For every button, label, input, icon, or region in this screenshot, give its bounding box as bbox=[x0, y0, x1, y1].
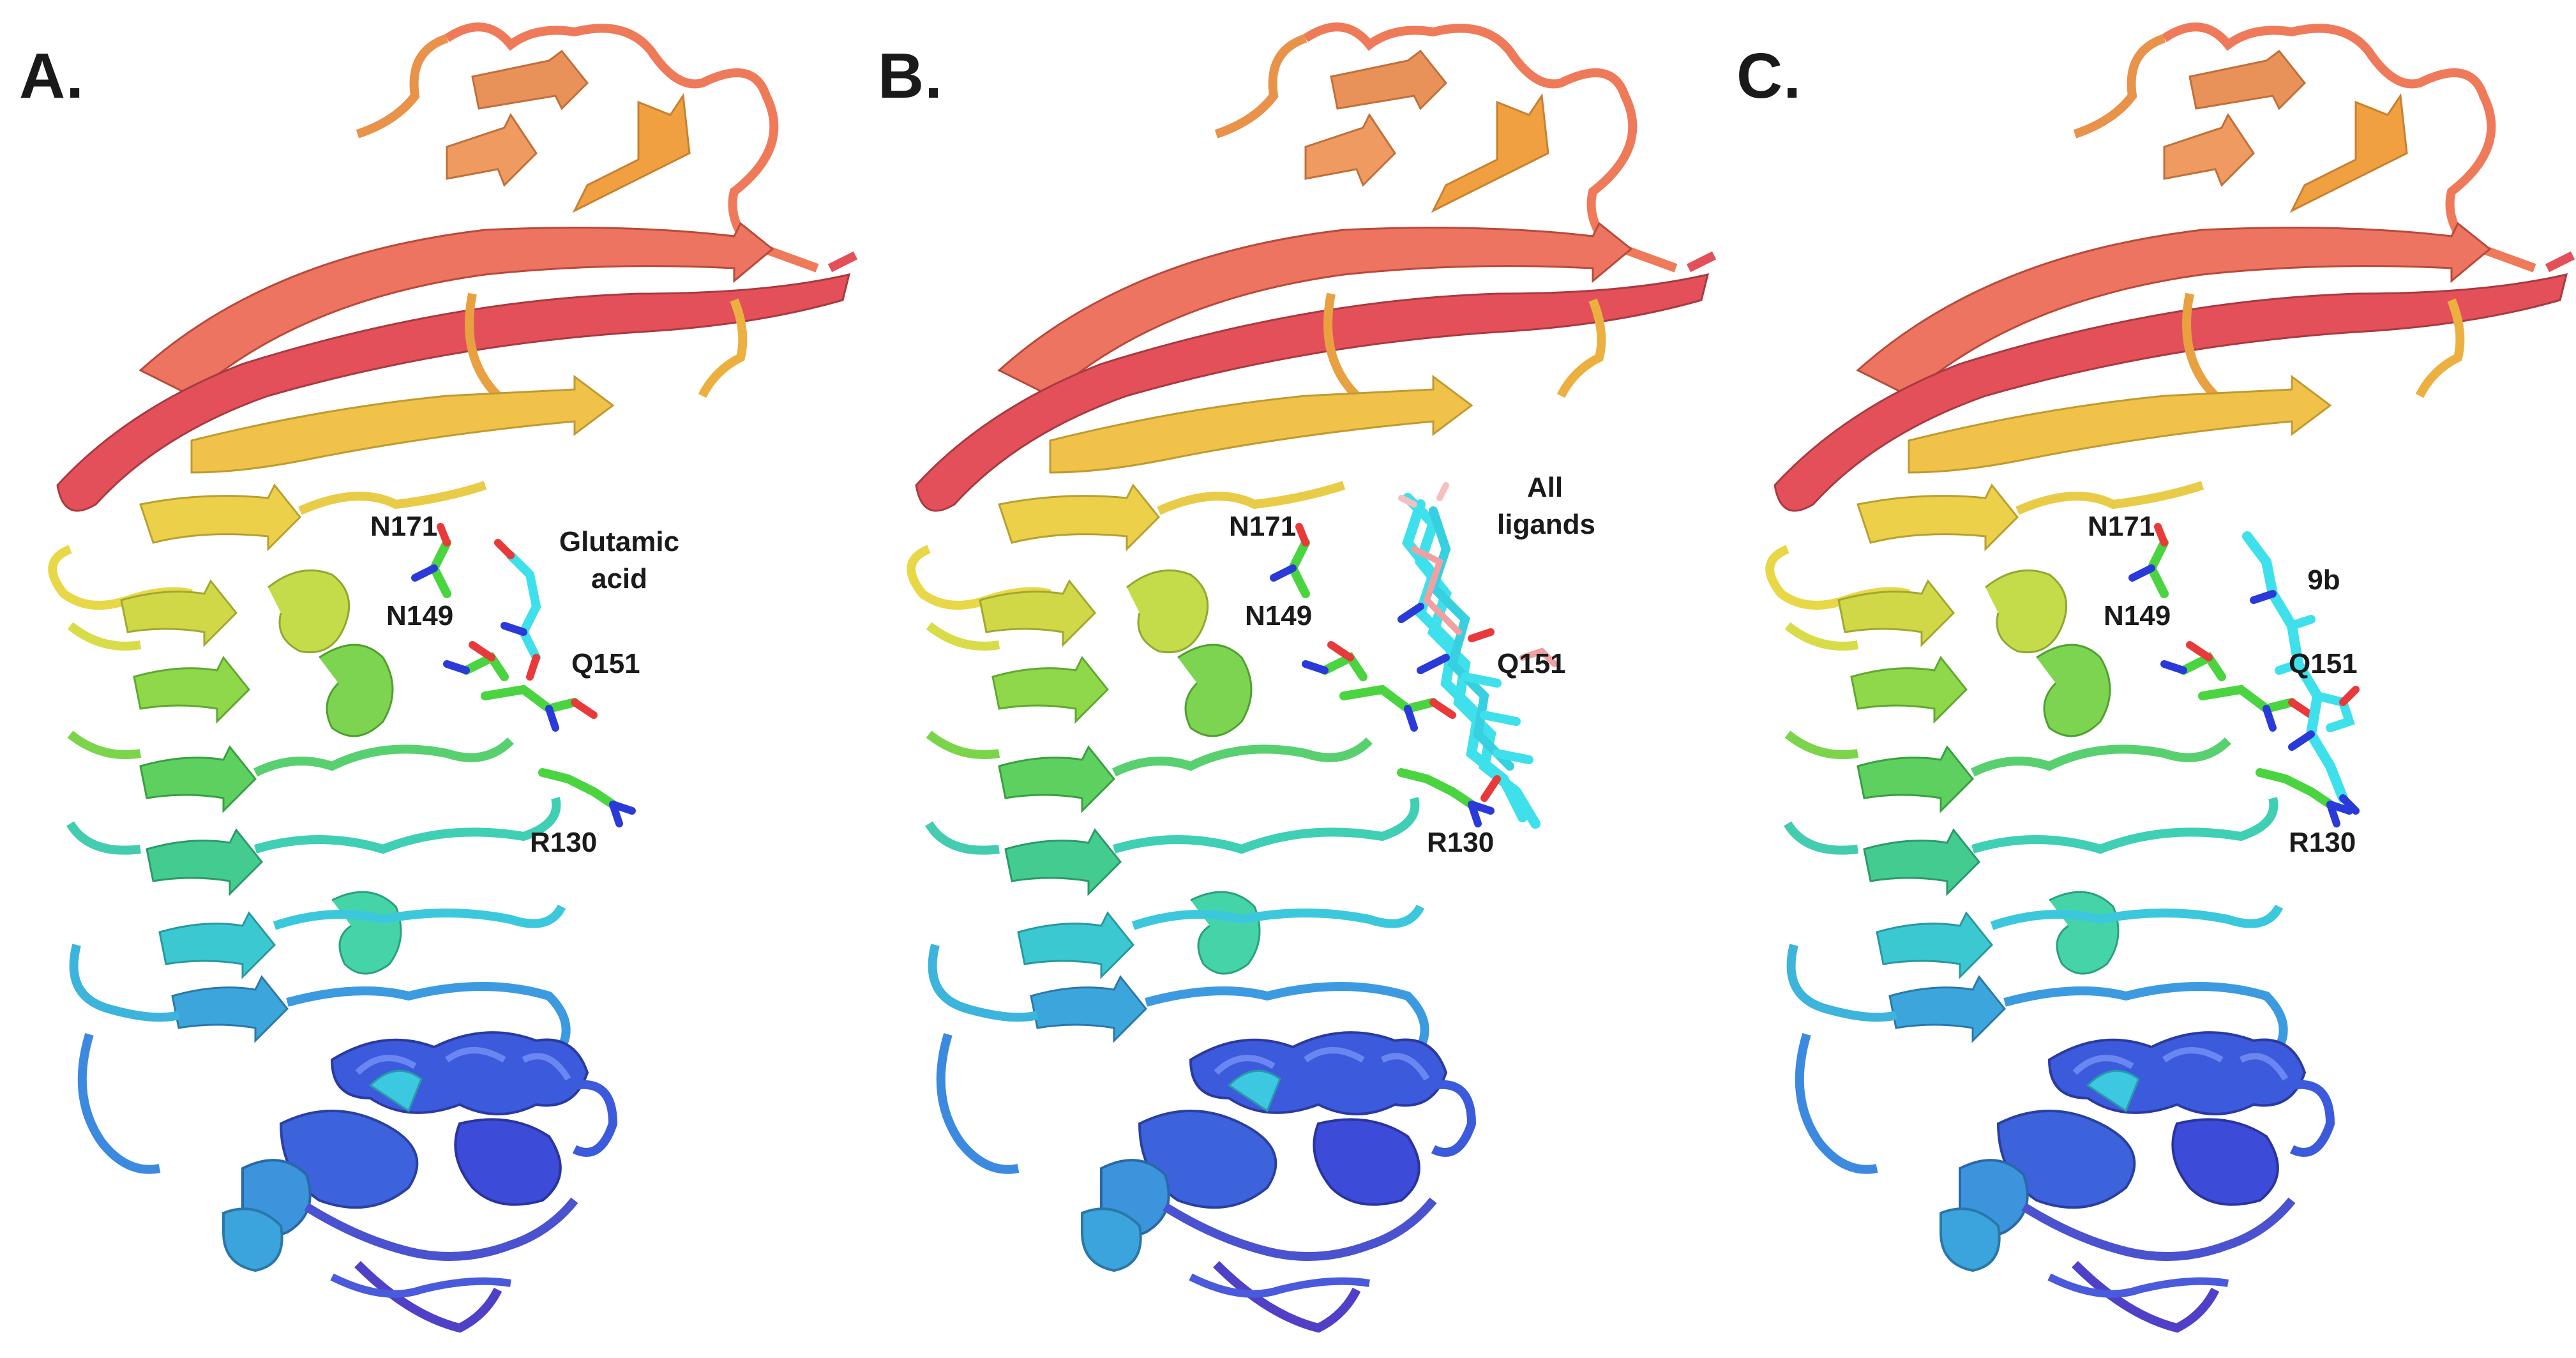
panel-b: B. N171 N149 Q151 R130 All ligands bbox=[859, 0, 1717, 1358]
ligand-label-line-2: acid bbox=[591, 563, 648, 594]
residue-label-n149: N149 bbox=[386, 600, 454, 631]
residue-label-q151: Q151 bbox=[2289, 648, 2358, 679]
panel-label: C. bbox=[1736, 40, 1802, 112]
residue-label-n149: N149 bbox=[1245, 600, 1313, 631]
protein-ribbon-b bbox=[859, 0, 1717, 1358]
panel-label: B. bbox=[878, 40, 943, 112]
panel-a: A. N171 N149 Q151 R130 Glutamic acid bbox=[0, 0, 859, 1358]
panel-c: C. N171 N149 Q151 R130 9b bbox=[1717, 0, 2576, 1358]
ligand-label-line-1: All bbox=[1526, 472, 1563, 503]
residue-label-n171: N171 bbox=[1229, 511, 1297, 542]
ligand-label: Glutamic acid bbox=[546, 524, 693, 598]
residue-label-q151: Q151 bbox=[1497, 648, 1566, 679]
ligand-glutamic-acid bbox=[494, 539, 541, 681]
ligand-9b bbox=[2242, 531, 2360, 815]
ligand-label-line-1: 9b bbox=[2307, 564, 2340, 596]
residue-label-r130: R130 bbox=[1427, 827, 1495, 858]
residue-label-r130: R130 bbox=[530, 827, 598, 858]
ligand-label: 9b bbox=[2295, 562, 2353, 599]
ligand-all-ligands bbox=[1397, 482, 1558, 829]
ligand-label-line-1: Glutamic bbox=[559, 526, 680, 557]
residue-label-n149: N149 bbox=[2104, 600, 2171, 631]
ligand-label-line-2: ligands bbox=[1497, 509, 1596, 540]
residue-label-q151: Q151 bbox=[571, 648, 640, 679]
residue-label-r130: R130 bbox=[2289, 827, 2356, 858]
ligand-label: All ligands bbox=[1497, 469, 1596, 543]
residue-label-n171: N171 bbox=[2088, 511, 2155, 542]
protein-ribbon-c bbox=[1717, 0, 2576, 1358]
protein-ribbon-a bbox=[0, 0, 859, 1358]
residue-label-n171: N171 bbox=[370, 511, 438, 542]
panel-label: A. bbox=[19, 40, 84, 112]
